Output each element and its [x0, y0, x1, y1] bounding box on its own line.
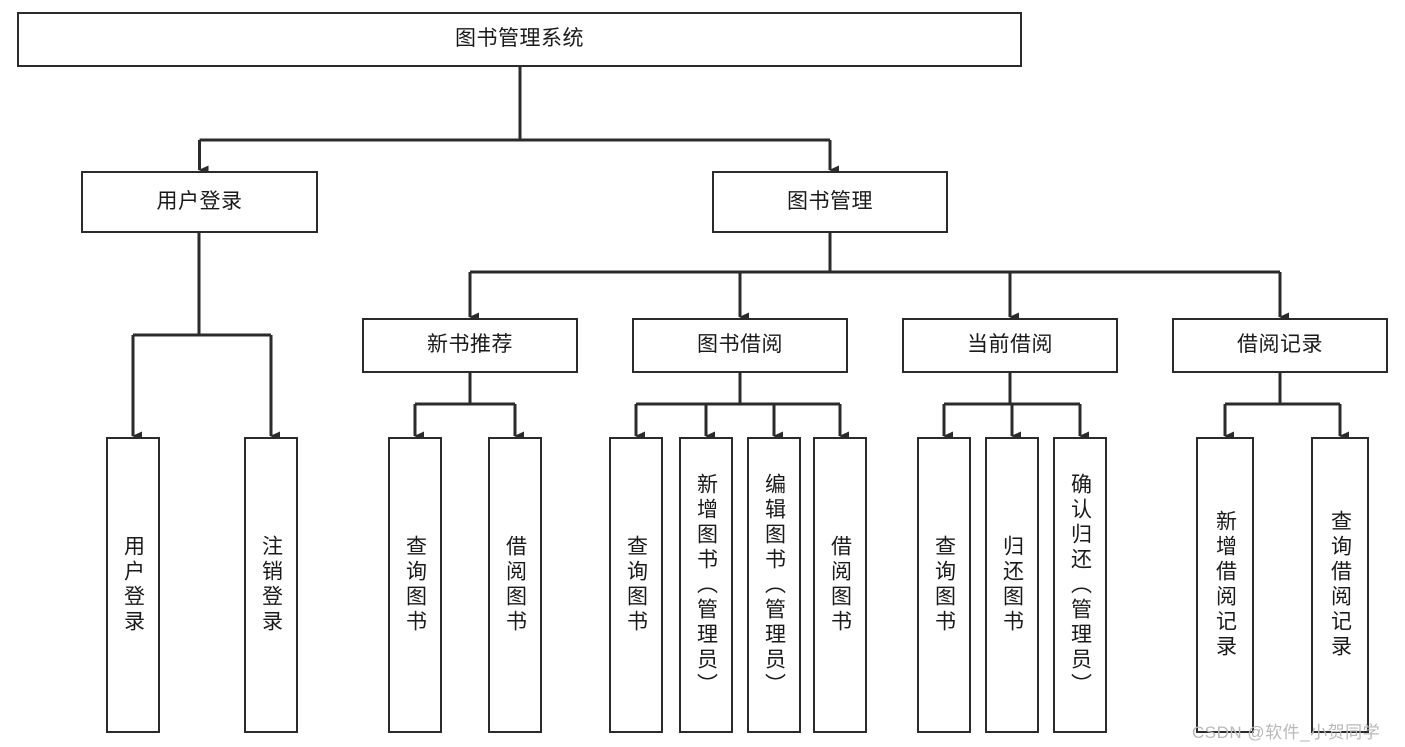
node-label-leaf-edit-book: 编辑图书（管理员） [762, 472, 786, 698]
csdn-watermark: CSDN @软件_小贺同学 [1192, 723, 1381, 742]
node-label-leaf-return-book: 归还图书 [1000, 535, 1024, 635]
node-leaf-query-borrow-record[interactable]: 查询借阅记录 [1311, 437, 1369, 733]
node-leaf-borrow-book-2[interactable]: 借阅图书 [813, 437, 867, 733]
node-label-borrow-record: 借阅记录 [1237, 333, 1323, 357]
node-leaf-query-book-1[interactable]: 查询图书 [388, 437, 442, 733]
node-leaf-add-borrow-record[interactable]: 新增借阅记录 [1196, 437, 1254, 733]
node-label-leaf-logout: 注销登录 [259, 535, 283, 635]
node-label-new-book-recommend: 新书推荐 [427, 333, 513, 357]
node-new-book-recommend[interactable]: 新书推荐 [362, 318, 578, 373]
node-current-borrow[interactable]: 当前借阅 [902, 318, 1118, 373]
node-label-leaf-add-book: 新增图书（管理员） [694, 472, 718, 698]
node-leaf-confirm-return[interactable]: 确认归还（管理员） [1053, 437, 1107, 733]
node-label-leaf-query-book-2: 查询图书 [624, 535, 648, 635]
node-leaf-user-login[interactable]: 用户登录 [106, 437, 160, 733]
node-label-book-borrow: 图书借阅 [697, 333, 783, 357]
node-borrow-record[interactable]: 借阅记录 [1172, 318, 1388, 373]
node-label-current-borrow: 当前借阅 [967, 333, 1053, 357]
node-label-leaf-add-borrow-record: 新增借阅记录 [1213, 510, 1237, 660]
node-label-leaf-query-book-1: 查询图书 [403, 535, 427, 635]
node-leaf-return-book[interactable]: 归还图书 [985, 437, 1039, 733]
node-leaf-borrow-book-1[interactable]: 借阅图书 [488, 437, 542, 733]
node-book-manage[interactable]: 图书管理 [712, 171, 948, 233]
node-label-leaf-query-book-3: 查询图书 [932, 535, 956, 635]
node-leaf-add-book[interactable]: 新增图书（管理员） [679, 437, 733, 733]
node-label-leaf-borrow-book-1: 借阅图书 [503, 535, 527, 635]
node-leaf-edit-book[interactable]: 编辑图书（管理员） [747, 437, 801, 733]
node-root[interactable]: 图书管理系统 [17, 12, 1022, 67]
node-label-root: 图书管理系统 [455, 27, 584, 51]
node-label-leaf-borrow-book-2: 借阅图书 [828, 535, 852, 635]
node-leaf-query-book-2[interactable]: 查询图书 [609, 437, 663, 733]
node-leaf-logout[interactable]: 注销登录 [244, 437, 298, 733]
connector-lines [131, 67, 1349, 441]
node-book-borrow[interactable]: 图书借阅 [632, 318, 848, 373]
node-user-login[interactable]: 用户登录 [81, 171, 318, 233]
node-leaf-query-book-3[interactable]: 查询图书 [917, 437, 971, 733]
node-label-leaf-user-login: 用户登录 [121, 535, 145, 635]
node-label-leaf-confirm-return: 确认归还（管理员） [1068, 472, 1092, 698]
node-label-user-login: 用户登录 [156, 189, 243, 213]
node-label-book-manage: 图书管理 [787, 189, 873, 213]
node-label-leaf-query-borrow-record: 查询借阅记录 [1328, 510, 1352, 660]
